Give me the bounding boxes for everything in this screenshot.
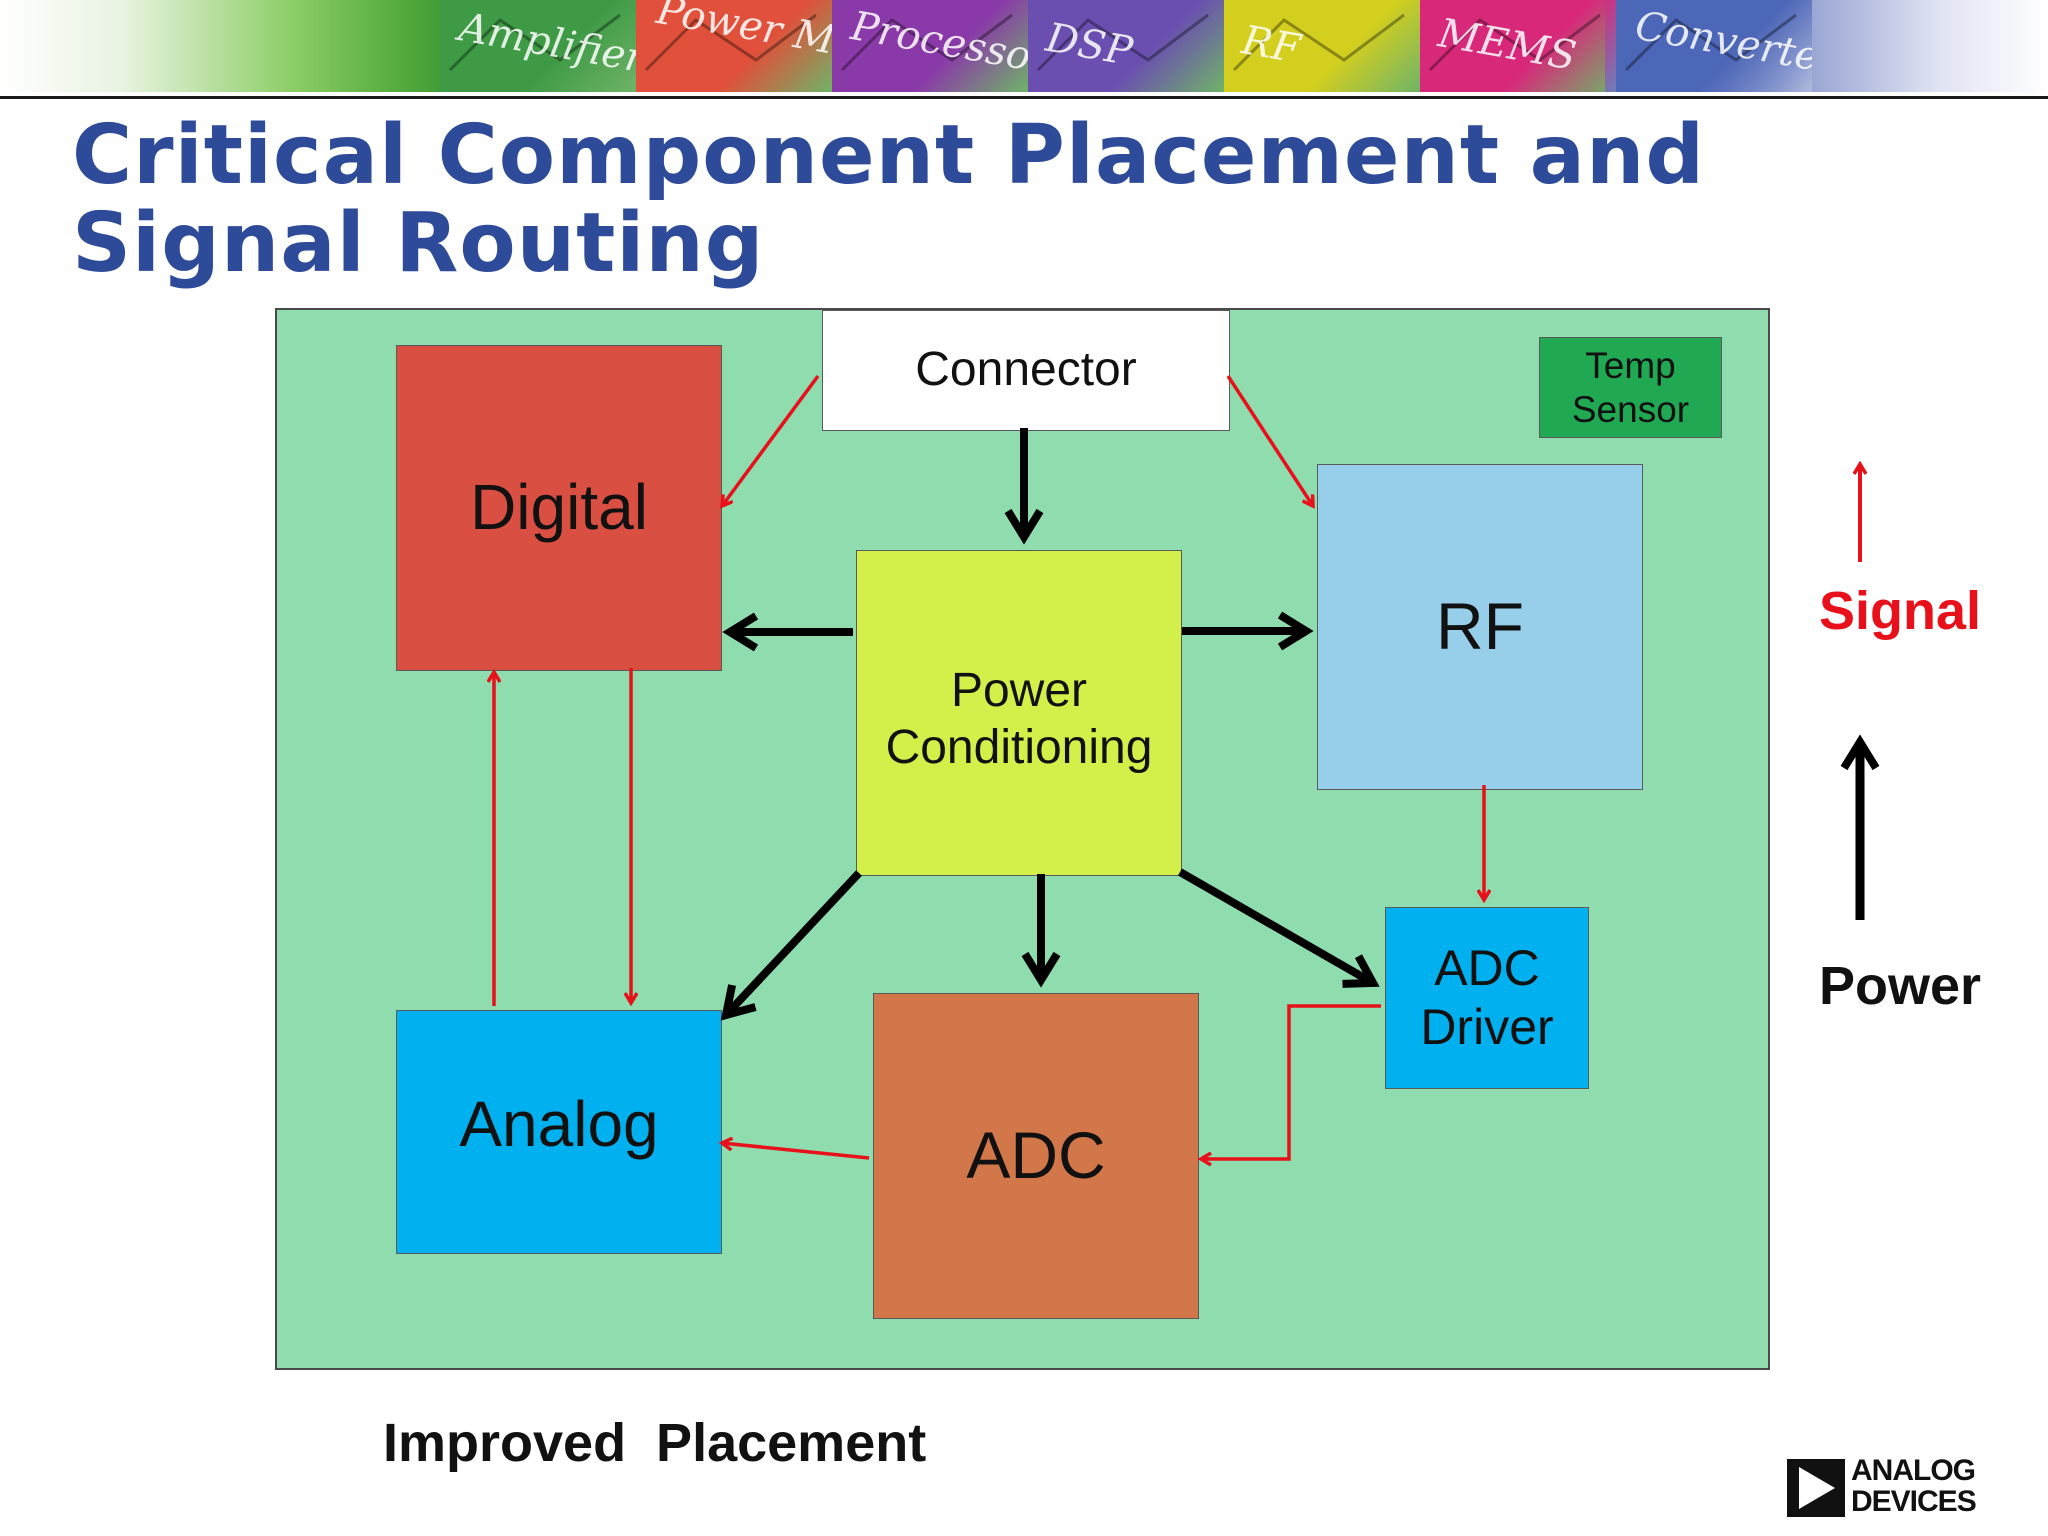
- adc-driver-block: ADC Driver: [1385, 907, 1589, 1089]
- analog-block: Analog: [396, 1010, 722, 1254]
- diagram-caption: Improved Placement: [383, 1413, 927, 1473]
- logo-triangle-icon: [1787, 1459, 1845, 1517]
- banner-strip-converters: Converters: [1616, 0, 1812, 92]
- temp-sensor-label-line1: Temp: [1585, 344, 1676, 386]
- rf-block: RF: [1317, 464, 1643, 790]
- logo-wordmark: ANALOG DEVICES: [1851, 1455, 1996, 1517]
- power-conditioning-label-line1: Power: [950, 664, 1088, 718]
- power-conditioning-block: Power Conditioning: [856, 550, 1182, 876]
- logo-line1: ANALOG: [1851, 1454, 1976, 1487]
- analog-label: Analog: [459, 1088, 659, 1161]
- legend-power-label: Power: [1818, 956, 1982, 1016]
- digital-label: Digital: [470, 471, 648, 544]
- logo-line2: DEVICES: [1851, 1485, 1977, 1518]
- analog-devices-logo: ANALOG DEVICES: [1787, 1455, 1992, 1521]
- temp-sensor-label-line2: Sensor: [1571, 388, 1690, 430]
- temp-sensor-block: Temp Sensor: [1539, 337, 1722, 438]
- connector-label: Connector: [915, 343, 1137, 397]
- banner-strip-dsp: DSP: [1028, 0, 1224, 92]
- signal-arrow-adc-to-analog: [722, 1143, 870, 1160]
- power-arrow-to-adc-driver: [1178, 868, 1380, 988]
- adc-block: ADC: [873, 993, 1199, 1319]
- signal-arrow-connector-to-digital: [722, 374, 820, 506]
- connector-block: Connector: [822, 310, 1230, 431]
- adc-driver-label-line1: ADC: [1434, 940, 1540, 996]
- power-arrow-to-analog: [720, 870, 862, 1021]
- rf-label: RF: [1436, 589, 1524, 664]
- adc-label: ADC: [966, 1118, 1106, 1193]
- signal-arrow-connector-to-rf: [1226, 375, 1313, 506]
- banner-strip-amplifiers: Amplifiers: [440, 0, 636, 92]
- banner-strip-rf: RF: [1224, 0, 1420, 92]
- digital-block: Digital: [396, 345, 722, 671]
- power-conditioning-label-line2: Conditioning: [885, 721, 1153, 774]
- signal-arrow-adc-driver-to-adc: [1201, 1004, 1381, 1159]
- banner-strip-power-management: Power Management: [636, 0, 832, 92]
- slide-title: Critical Component Placement and Signal …: [72, 108, 1706, 291]
- adc-driver-label-line2: Driver: [1420, 999, 1554, 1055]
- banner-strip-processors: Processors: [832, 0, 1028, 92]
- banner-divider: [0, 96, 2048, 99]
- banner-strip-mems: MEMS: [1420, 0, 1616, 92]
- legend-signal-label: Signal: [1818, 581, 1982, 641]
